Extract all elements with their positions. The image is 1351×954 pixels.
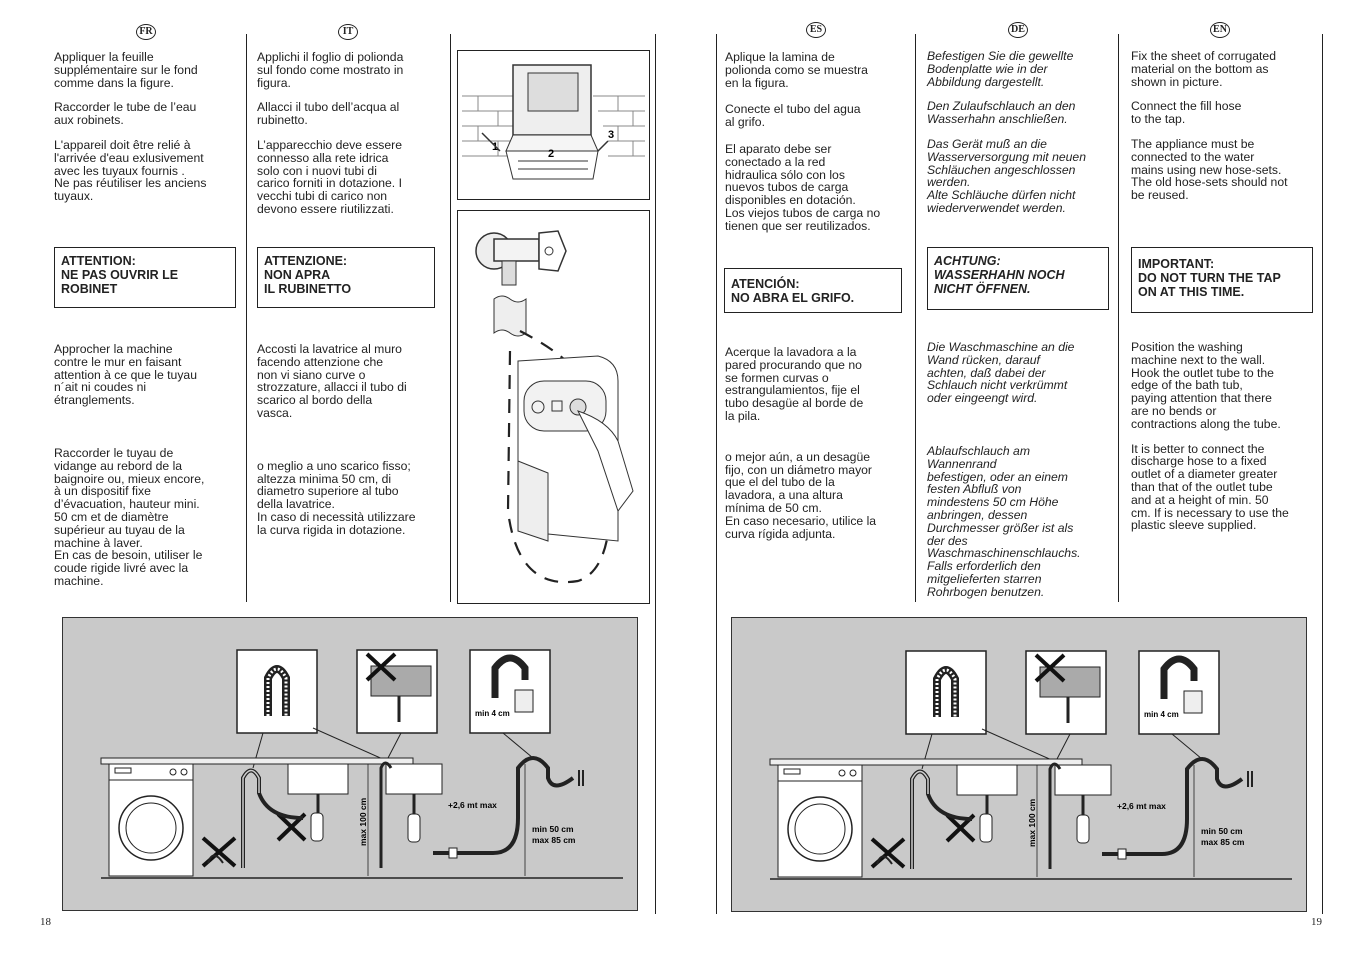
- page-number-left: 18: [40, 916, 51, 928]
- max-85-label: max 85 cm: [1201, 837, 1245, 847]
- center-fold: [655, 34, 656, 914]
- es-paragraph-2: Conecte el tubo del agua al grifo.: [725, 102, 861, 130]
- it-column: Applichi il foglio di polionda sul fondo…: [257, 51, 443, 228]
- en-warning-box: IMPORTANT: DO NOT TURN THE TAP ON AT THI…: [1131, 247, 1313, 313]
- de-paragraph-1: Befestigen Sie die gewellte Bodenplatte …: [927, 49, 1074, 89]
- column-divider: [1118, 34, 1119, 602]
- fr-column-lower: Approcher la machine contre le mur en fa…: [54, 343, 240, 600]
- es-paragraph-5: o mejor aún, a un desagüe fijo, con un d…: [725, 449, 877, 541]
- step-label-2: 2: [548, 148, 554, 160]
- en-paragraph-5: It is better to connect the discharge ho…: [1131, 441, 1289, 533]
- lang-badge-en: EN: [1210, 22, 1230, 38]
- lang-badge-de: DE: [1008, 22, 1028, 38]
- it-warning-box: ATTENZIONE: NON APRA IL RUBINETTO: [257, 247, 435, 308]
- column-divider: [915, 34, 916, 602]
- en-column-lower: Position the washing machine next to the…: [1131, 341, 1319, 544]
- step-label-3: 3: [608, 129, 614, 141]
- de-paragraph-2: Den Zulaufschlauch an den Wasserhahn ans…: [927, 99, 1076, 127]
- column-divider: [450, 34, 451, 602]
- drain-diagram-left: min 4 cm: [62, 617, 638, 911]
- es-paragraph-4: Acerque la lavadora a la pared procurand…: [725, 345, 864, 423]
- column-divider: [246, 34, 247, 602]
- lang-badge-es: ES: [806, 22, 826, 38]
- es-column-lower: Acerque la lavadora a la pared procurand…: [725, 346, 911, 552]
- en-paragraph-1: Fix the sheet of corrugated material on …: [1131, 49, 1276, 89]
- en-paragraph-4: Position the washing machine next to the…: [1131, 340, 1281, 431]
- en-column: Fix the sheet of corrugated material on …: [1131, 50, 1319, 214]
- es-paragraph-1: Aplique la lamina de polionda como se mu…: [725, 50, 868, 90]
- drain-illustration-left: min 4 cm: [100, 649, 623, 879]
- de-paragraph-4: Die Waschmaschine an die Wand rücken, da…: [927, 340, 1075, 406]
- de-column: Befestigen Sie die gewellte Bodenplatte …: [927, 50, 1115, 227]
- it-paragraph-3: L’apparecchio deve essere connesso alla …: [257, 137, 402, 216]
- min-50-label: min 50 cm: [532, 824, 574, 834]
- it-paragraph-2: Allacci il tubo dell’acqua al rubinetto.: [257, 100, 400, 128]
- de-column-lower: Die Waschmaschine an die Wand rücken, da…: [927, 341, 1115, 611]
- de-paragraph-3: Das Gerät muß an die Wasserversorgung mi…: [927, 136, 1086, 215]
- lang-badge-it: IT: [338, 24, 358, 40]
- drain-diagram-right: min 4 cm max 100 cm +2,6 mt max: [731, 617, 1307, 912]
- fr-paragraph-4: Approcher la machine contre le mur en fa…: [54, 342, 197, 408]
- max-100-label: max 100 cm: [1027, 798, 1037, 847]
- min-50-label: min 50 cm: [1201, 826, 1243, 836]
- min-4-label: min 4 cm: [475, 709, 510, 718]
- tap-hose-illustration: [475, 230, 634, 584]
- de-warning-box: ACHTUNG: WASSERHAHN NOCH NICHT ÖFFNEN.: [927, 247, 1109, 310]
- plus-26-label: +2,6 mt max: [1117, 801, 1166, 811]
- center-fold: [716, 34, 717, 914]
- fr-paragraph-1: Appliquer la feuille supplémentaire sur …: [54, 50, 198, 90]
- min-4-label: min 4 cm: [1144, 710, 1179, 719]
- en-paragraph-2: Connect the fill hose to the tap.: [1131, 99, 1242, 127]
- fr-paragraph-2: Raccorder le tube de l’eau aux robinets.: [54, 100, 197, 128]
- it-paragraph-4: Accosti la lavatrice al muro facendo att…: [257, 342, 407, 420]
- de-paragraph-5: Ablaufschlauch am Wannenrand befestigen,…: [927, 443, 1081, 599]
- fr-warning-box: ATTENTION: NE PAS OUVRIR LE ROBINET: [54, 247, 236, 308]
- it-column-lower: Accosti la lavatrice al muro facendo att…: [257, 343, 443, 549]
- drain-illustration-right: min 4 cm max 100 cm +2,6 mt max: [769, 650, 1292, 880]
- fr-paragraph-3: L'appareil doit être relié à l'arrivée d…: [54, 137, 207, 204]
- es-column: Aplique la lamina de polionda como se mu…: [725, 51, 911, 245]
- it-paragraph-1: Applichi il foglio di polionda sul fondo…: [257, 50, 404, 90]
- max-85-label: max 85 cm: [532, 835, 576, 845]
- bottom-plate-figure: 1 2 3: [457, 50, 650, 200]
- max-100-label: max 100 cm: [358, 797, 368, 846]
- it-paragraph-5: o meglio a uno scarico fisso; altezza mi…: [257, 458, 416, 537]
- tap-hose-figure: [457, 210, 650, 604]
- en-paragraph-3: The appliance must be connected to the w…: [1131, 136, 1288, 203]
- fr-paragraph-5: Raccorder le tuyau de vidange au rebord …: [54, 445, 205, 588]
- page-number-right: 19: [1311, 916, 1322, 928]
- bottom-plate-illustration: 1 2 3: [462, 64, 645, 180]
- fr-column: Appliquer la feuille supplémentaire sur …: [54, 51, 240, 215]
- es-warning-box: ATENCIÓN: NO ABRA EL GRIFO.: [724, 268, 902, 313]
- page-edge-line: [1322, 34, 1323, 914]
- plus-26-label: +2,6 mt max: [448, 800, 497, 810]
- lang-badge-fr: FR: [136, 24, 156, 40]
- es-paragraph-3: El aparato debe ser conectado a la red h…: [725, 141, 881, 233]
